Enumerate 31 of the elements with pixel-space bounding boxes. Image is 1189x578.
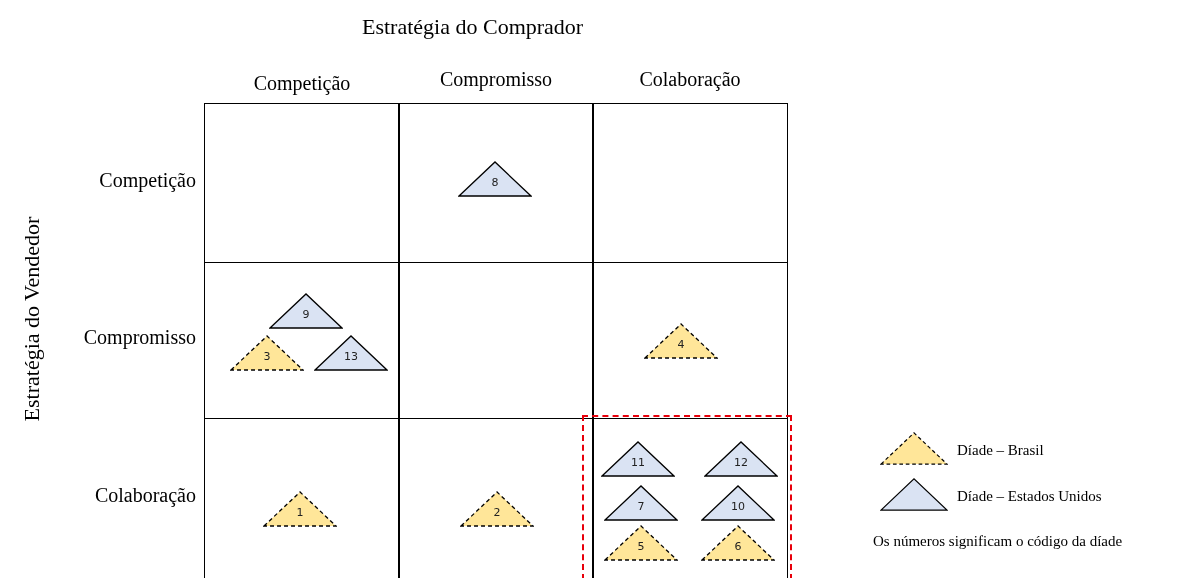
- grid-cell: [398, 418, 594, 578]
- column-header: Competição: [252, 72, 352, 95]
- grid-cell: [204, 103, 400, 263]
- grid-cell: [204, 262, 400, 419]
- triangle-marker: 13: [314, 335, 388, 371]
- triangle-marker: 10: [701, 485, 775, 521]
- axis-title: Estratégia do Comprador: [362, 14, 584, 40]
- triangle-marker: 11: [601, 441, 675, 477]
- triangle-marker: 9: [269, 293, 343, 329]
- grid-cell: [398, 103, 594, 263]
- grid-cell: [398, 262, 594, 419]
- triangle-marker: 12: [704, 441, 778, 477]
- triangle-marker: 8: [458, 161, 532, 197]
- legend-text: Díade – Brasil: [957, 442, 1044, 459]
- legend-text: Díade – Estados Unidos: [957, 488, 1102, 505]
- note: Os números significam o código da díade: [873, 533, 1123, 550]
- triangle-marker: 1: [263, 491, 337, 527]
- row-header: Competição: [98, 169, 196, 192]
- column-header: Colaboração: [638, 68, 742, 91]
- triangle-marker: 7: [604, 485, 678, 521]
- column-header: Compromisso: [438, 68, 554, 91]
- axis-title: Estratégia do Vendedor: [19, 215, 45, 424]
- triangle-marker: 2: [460, 491, 534, 527]
- triangle-marker: 5: [604, 525, 678, 561]
- triangle-marker: 4: [644, 323, 718, 359]
- row-header: Colaboração: [93, 484, 196, 507]
- grid-cell: [204, 418, 400, 578]
- triangle-marker: 3: [230, 335, 304, 371]
- grid-cell: [592, 262, 788, 419]
- triangle-marker: 6: [701, 525, 775, 561]
- grid-cell: [592, 103, 788, 263]
